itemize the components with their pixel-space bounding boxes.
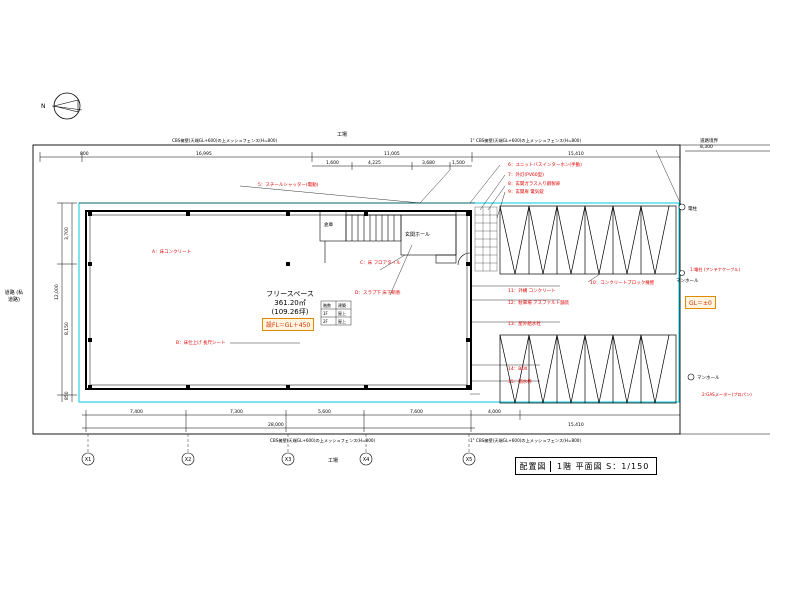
floor-level-badge: 設FL＝GL＋450 <box>262 318 315 331</box>
legend-r1c0: 1F <box>323 311 329 316</box>
dim-bottom-total: 28,000 <box>268 422 284 428</box>
note-15: 15：雨水桝 <box>508 378 532 385</box>
note-10: 10：コンクリートブロック擁壁 <box>590 279 655 286</box>
floor-room-label: フリースペース 361.20㎡ (109.26坪) <box>240 290 340 317</box>
fence-top-right: 1" CBS擁壁(天端GL+600)の上メッシュフェンス(H=800) <box>470 137 581 144</box>
dim-left-1: 12,000 <box>54 284 60 300</box>
grid-axis-lines <box>87 434 470 452</box>
dim-top-0: 800 <box>80 151 89 157</box>
parking-area-bottom <box>499 334 677 404</box>
callout-leaders <box>230 149 683 395</box>
grid-bubble-label: X2 <box>185 457 192 463</box>
dim-left-2: 8,150 <box>64 322 70 335</box>
legend-r1c1: 屋上 <box>338 310 346 316</box>
grid-bubble-label: X3 <box>285 457 292 463</box>
room-name: フリースペース <box>266 290 314 298</box>
grid-bubble <box>281 452 295 466</box>
room-storage: 倉庫 <box>324 221 333 228</box>
title-block: 配置図 1階 平面図 S：1/150 <box>515 457 657 475</box>
dim-top-2: 11,005 <box>384 151 400 157</box>
dim-bottom-right: 15,410 <box>568 422 584 428</box>
legend-r0c0: 階数 <box>323 302 331 308</box>
dimension-lines-bottom <box>82 410 680 432</box>
legend-table <box>320 300 352 326</box>
dim-top-3: 15,410 <box>568 151 584 157</box>
note-8: 8：玄関ガラス入り鋼製扉 <box>508 180 561 187</box>
road-label-left: 道路 (私道路) <box>4 290 24 303</box>
manhole-label-2: マンホール <box>697 375 720 381</box>
grid-bubbles: X1 X2 X3 X4 X5 <box>81 452 476 466</box>
boundary-note: 1:電柱 (アンテナケーブル) <box>690 266 740 273</box>
dim-left-0: 3,700 <box>64 227 70 240</box>
site-boundary <box>32 144 681 435</box>
parking-area-top <box>499 205 677 275</box>
legend-r2c1: 屋上 <box>338 318 346 324</box>
legend-r0c1: 建築 <box>338 302 346 308</box>
top-label: 工場 <box>337 131 347 138</box>
dim-bottom-3: 7,600 <box>410 409 423 415</box>
manhole-label-1: マンホール <box>676 278 699 284</box>
gas-note: 2:GASメーター(プロパン) <box>702 391 752 398</box>
ground-level-badge: GL＝±0 <box>685 296 716 309</box>
grid-bubble <box>81 452 95 466</box>
columns <box>88 212 470 389</box>
dim-bottom-4: 4,000 <box>488 409 501 415</box>
dim-bottom-1: 7,300 <box>230 409 243 415</box>
dim-top-inner-0: 1,600 <box>326 160 339 166</box>
grid-bubble <box>181 452 195 466</box>
note-13: 13：屋外給水栓 <box>508 320 541 327</box>
north-label: N <box>41 103 46 110</box>
note-d: D：スラブ下 床下断熱 <box>355 289 401 296</box>
stair-core <box>319 210 471 266</box>
note-b: B：床仕上げ 長尺シート <box>176 339 226 346</box>
note-c: C：床 フロアタイル <box>360 259 401 266</box>
note-14: 14：BOX <box>508 366 528 372</box>
fence-bottom-left: CBS擁壁(天端GL+600)の上メッシュフェンス(H=800) <box>270 437 376 444</box>
title-block-label: 配置図 <box>516 460 551 472</box>
grid-bubble-label: X1 <box>85 457 92 463</box>
north-arrow-icon: N <box>41 92 83 120</box>
pole-label: 電柱 <box>688 205 697 212</box>
dim-bottom-2: 5,600 <box>318 409 331 415</box>
dimension-lines-top <box>39 150 770 170</box>
room-area: 361.20㎡ <box>274 299 306 307</box>
note-12: 12：駐車場 アスファルト舗装 <box>508 299 570 306</box>
grid-bubble-label: X5 <box>466 457 473 463</box>
room-tsubo: (109.26坪) <box>271 308 309 316</box>
dim-top-1: 16,995 <box>196 151 212 157</box>
note-11: 11：外構 コンクリート <box>508 287 556 294</box>
title-block-text: 1階 平面図 S：1/150 <box>557 461 650 471</box>
dim-top-inner-1: 4,225 <box>368 160 381 166</box>
fence-top-left: CBS擁壁(天端GL+600)の上メッシュフェンス(H=800) <box>172 137 278 144</box>
dim-top-inner-2: 3,680 <box>422 160 435 166</box>
grid-bubble <box>359 452 373 466</box>
note-a: A：床コンクリート <box>152 248 191 255</box>
grid-bubble-label: X4 <box>363 457 370 463</box>
utility-symbols <box>678 203 695 381</box>
dim-top-inner-3: 1,500 <box>452 160 465 166</box>
legend-r2c0: 2F <box>323 319 329 324</box>
bottom-label: 工場 <box>328 457 338 464</box>
note-9: 9：玄関扉 電気錠 <box>508 188 544 195</box>
note-7: 7：外灯(PV60型) <box>508 171 544 178</box>
dim-top-right: 8,300 <box>700 144 713 150</box>
road-boundary-label: 道路境界 <box>700 137 718 144</box>
dim-left-3: 850 <box>64 391 70 400</box>
exterior-paving <box>474 206 498 272</box>
room-hall: 玄関ホール <box>405 231 430 238</box>
setback-line <box>78 202 680 403</box>
note-6: 6：ユニットバスインターホン(手動) <box>508 161 582 168</box>
dimension-lines-left <box>57 202 77 402</box>
note-5: 5：スチールシャッター(電動) <box>258 181 319 188</box>
grid-bubble <box>462 452 476 466</box>
dim-bottom-0: 7,400 <box>130 409 143 415</box>
fence-bottom-right: 1" CBS擁壁(天端GL+600)の上メッシュフェンス(H=800) <box>470 437 581 444</box>
